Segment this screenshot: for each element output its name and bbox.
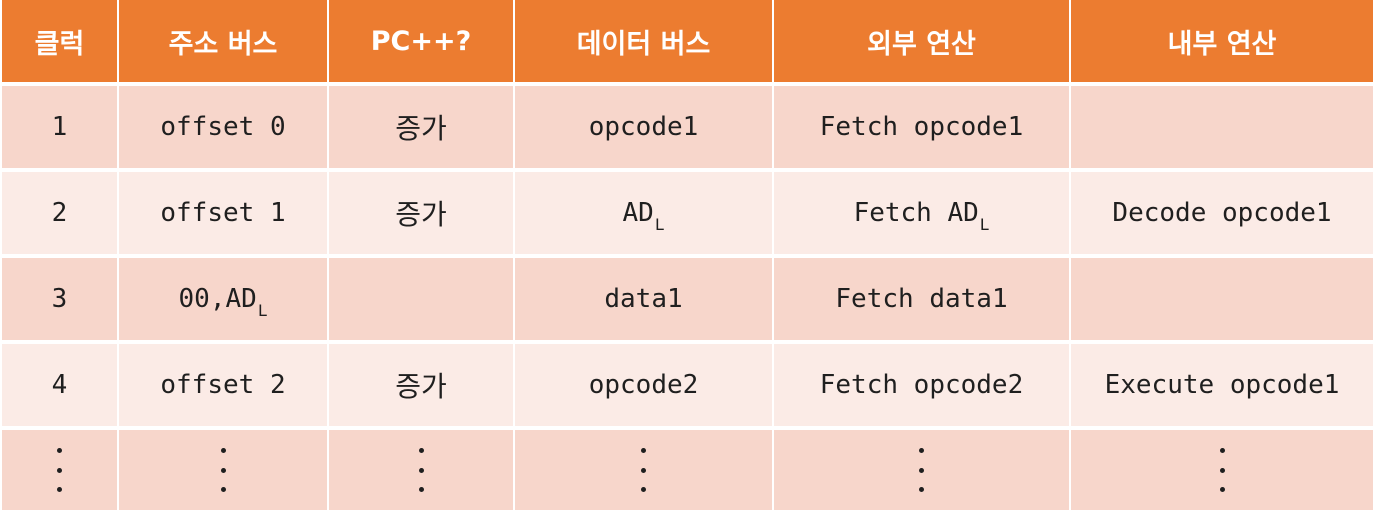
cell-data-bus: data1	[515, 258, 774, 344]
cell-internal-operation: Execute opcode1	[1071, 344, 1373, 430]
vertical-ellipsis-icon	[919, 448, 924, 492]
cell-pc-increment: 증가	[329, 86, 515, 172]
header-clock: 클럭	[2, 0, 119, 86]
subscript: L	[979, 215, 990, 234]
cell-pc-increment: 증가	[329, 172, 515, 258]
header-internal-operation: 내부 연산	[1071, 0, 1373, 86]
table-row: 3 00,ADL data1 Fetch data1	[2, 258, 1373, 344]
subscript: L	[654, 215, 665, 234]
cell-address	[119, 430, 329, 510]
vertical-ellipsis-icon	[220, 448, 226, 492]
cell-address: 00,ADL	[119, 258, 329, 344]
cell-internal-operation	[1071, 86, 1373, 172]
external-operation-text: Fetch AD	[853, 198, 979, 228]
table-row: 1 offset 0 증가 opcode1 Fetch opcode1	[2, 86, 1373, 172]
vertical-ellipsis-icon	[1219, 448, 1225, 492]
continuation-row	[2, 430, 1373, 510]
cell-data-bus: opcode1	[515, 86, 774, 172]
cell-clock: 2	[2, 172, 119, 258]
cell-clock: 4	[2, 344, 119, 430]
vertical-ellipsis-icon	[418, 448, 424, 492]
cell-clock: 3	[2, 258, 119, 344]
cell-data-bus: ADL	[515, 172, 774, 258]
cell-clock	[2, 430, 119, 510]
cell-pc-increment	[329, 430, 515, 510]
cell-external-operation: Fetch ADL	[774, 172, 1071, 258]
cell-external-operation	[774, 430, 1071, 510]
address-text: 00,AD	[178, 284, 257, 314]
cell-external-operation: Fetch opcode1	[774, 86, 1071, 172]
cell-internal-operation: Decode opcode1	[1071, 172, 1373, 258]
cell-pc-increment	[329, 258, 515, 344]
cell-pc-increment: 증가	[329, 344, 515, 430]
table-row: 4 offset 2 증가 opcode2 Fetch opcode2 Exec…	[2, 344, 1373, 430]
cell-address: offset 0	[119, 86, 329, 172]
cell-address: offset 2	[119, 344, 329, 430]
vertical-ellipsis-icon	[57, 448, 62, 492]
cell-clock: 1	[2, 86, 119, 172]
header-external-operation: 외부 연산	[774, 0, 1071, 86]
header-row: 클럭 주소 버스 PC++? 데이터 버스 외부 연산 내부 연산	[2, 0, 1373, 86]
data-bus-text: AD	[622, 198, 654, 228]
cell-internal-operation	[1071, 430, 1373, 510]
table-row: 2 offset 1 증가 ADL Fetch ADL Decode opcod…	[2, 172, 1373, 258]
header-address-bus: 주소 버스	[119, 0, 329, 86]
cell-external-operation: Fetch data1	[774, 258, 1071, 344]
cell-address: offset 1	[119, 172, 329, 258]
cell-data-bus: opcode2	[515, 344, 774, 430]
header-pc-increment: PC++?	[329, 0, 515, 86]
subscript: L	[257, 301, 268, 320]
header-data-bus: 데이터 버스	[515, 0, 774, 86]
cell-internal-operation	[1071, 258, 1373, 344]
vertical-ellipsis-icon	[641, 448, 646, 492]
cell-data-bus	[515, 430, 774, 510]
cell-external-operation: Fetch opcode2	[774, 344, 1071, 430]
